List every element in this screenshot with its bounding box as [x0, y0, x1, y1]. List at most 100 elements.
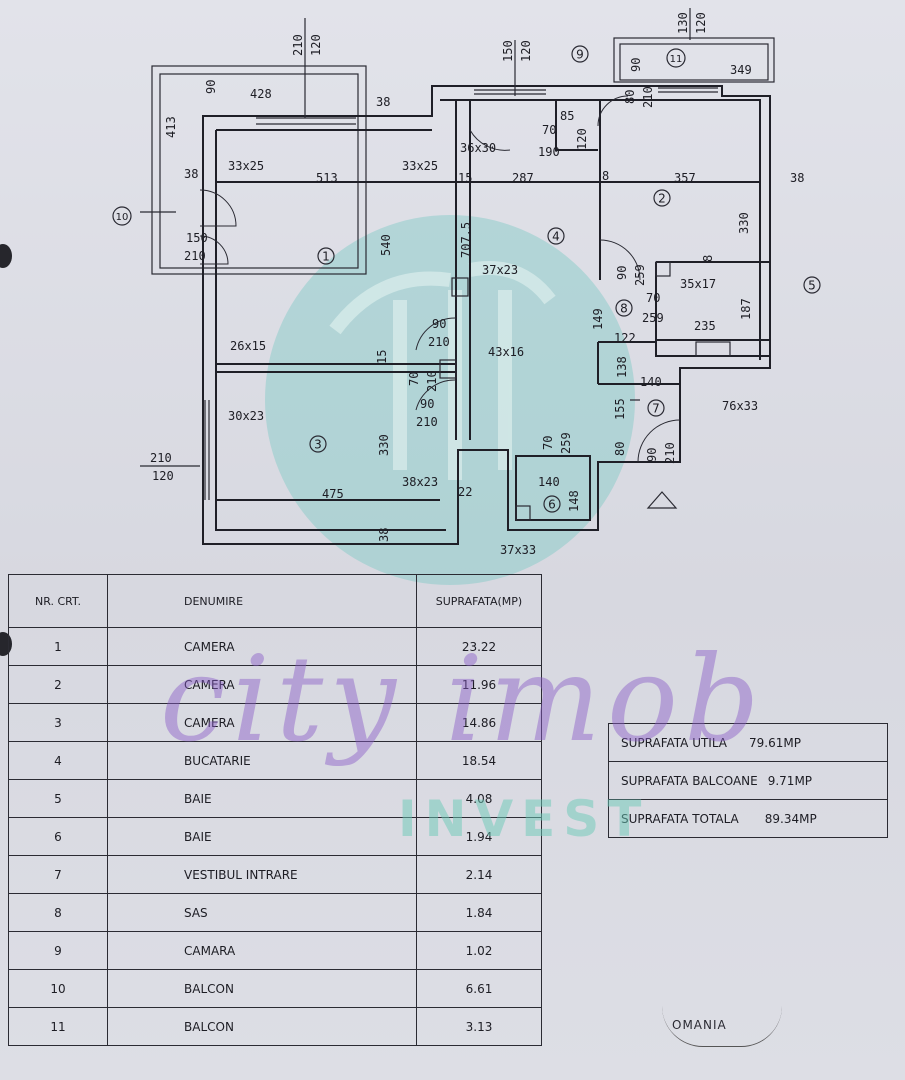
window-left [204, 400, 210, 500]
row-area: 2.14 [416, 855, 542, 894]
dim-label: 140 [538, 475, 560, 489]
dim-label: 475 [322, 487, 344, 501]
door-kitchen [469, 129, 511, 151]
dim-label: 210 [291, 34, 305, 56]
room-number-11: 11 [670, 54, 683, 65]
balcony-11-outline [613, 37, 775, 83]
dim-label: 130 [676, 12, 690, 34]
dim-label: 33x25 [402, 159, 438, 173]
dim-label: 235 [694, 319, 716, 333]
dim-label: 43x16 [488, 345, 524, 359]
shaft-76x33 [695, 341, 731, 357]
shaft-35x17 [655, 261, 671, 277]
room-number-8: 8 [620, 302, 628, 316]
dim-label: 150 [186, 231, 208, 245]
dim-label: 210 [663, 442, 677, 464]
pantry-9-walls [555, 100, 598, 151]
summary-row-totala: SUPRAFATA TOTALA 89.34MP [609, 800, 887, 837]
row-name: CAMERA [107, 703, 417, 742]
dimension-labels: 210 120 150 120 130 120 90 428 413 38 33… [150, 12, 804, 557]
surface-summary: SUPRAFATA UTILA 79.61MP SUPRAFATA BALCOA… [608, 723, 888, 838]
watermark-script: city imob [160, 630, 766, 768]
room-number-6: 6 [548, 498, 556, 512]
row-area: 14.86 [416, 703, 542, 742]
room-number-markers: 1 2 3 4 5 6 7 8 9 10 11 [112, 45, 821, 513]
room-number-3: 3 [314, 438, 322, 452]
room-number-10: 10 [116, 212, 129, 223]
dim-label: 120 [694, 12, 708, 34]
dim-label: 76x33 [722, 399, 758, 413]
dim-label: 15 [375, 350, 389, 364]
dim-label: 38 [376, 95, 390, 109]
dim-label: 37x33 [500, 543, 536, 557]
row-number: 9 [8, 931, 108, 970]
dim-label: 70 [646, 291, 660, 305]
dim-label: 90 [204, 80, 218, 94]
dimension-lines [140, 8, 691, 467]
dim-label: 120 [152, 469, 174, 483]
row-number: 2 [8, 665, 108, 704]
stamp-arc [662, 1006, 782, 1047]
dim-label: 38 [790, 171, 804, 185]
row-area: 23.22 [416, 627, 542, 666]
totala-value: 89.34MP [764, 811, 817, 826]
dim-label: 38 [377, 528, 391, 542]
dim-label: 120 [309, 34, 323, 56]
row-area: 6.61 [416, 969, 542, 1008]
row-area: 4.08 [416, 779, 542, 818]
dim-label: 80 [623, 90, 637, 104]
dim-label: 259 [559, 432, 573, 454]
row-number: 8 [8, 893, 108, 932]
dim-label: 90 [645, 448, 659, 462]
dim-label: 37x23 [482, 263, 518, 277]
sas-walls [597, 341, 680, 385]
row-area: 1.02 [416, 931, 542, 970]
stamp-text: OMANIA [672, 1018, 727, 1032]
row-name: BUCATARIE [107, 741, 417, 780]
dim-label: 187 [739, 298, 753, 320]
dim-label: 210 [416, 415, 438, 429]
door-entrance [637, 419, 681, 463]
shaft-37x23 [451, 277, 469, 297]
outer-wall [202, 85, 771, 545]
balcony-11-inner [619, 43, 769, 81]
dim-label: 349 [730, 63, 752, 77]
dim-label: 148 [567, 490, 581, 512]
dim-label: 190 [538, 145, 560, 159]
balcoane-label: SUPRAFATA BALCOANE [621, 773, 758, 788]
dim-label: 90 [615, 266, 629, 280]
door-balcony-10 [199, 189, 237, 227]
header-suprafata: SUPRAFATA(MP) [416, 574, 542, 628]
totala-label: SUPRAFATA TOTALA [621, 811, 739, 826]
rooms-table-header: NR. CRT. DENUMIRE SUPRAFATA(MP) [8, 574, 542, 628]
room-number-5: 5 [808, 279, 816, 293]
entrance-triangle-icon [646, 491, 678, 509]
balcoane-value: 9.71MP [767, 773, 813, 788]
shaft-37x33 [515, 505, 531, 521]
dim-label: 428 [250, 87, 272, 101]
balcony-10-outline [151, 65, 367, 275]
row-name: VESTIBUL INTRARE [107, 855, 417, 894]
dim-label: 120 [575, 128, 589, 150]
watermark-invest: INVEST [398, 790, 650, 848]
dim-label: 80 [613, 442, 627, 456]
dim-label: 150 [501, 40, 515, 62]
dim-label: 35x17 [680, 277, 716, 291]
dim-label: 155 [613, 398, 627, 420]
row-name: BAIE [107, 779, 417, 818]
row-number: 11 [8, 1007, 108, 1046]
row-area: 1.94 [416, 817, 542, 856]
row-name: BAIE [107, 817, 417, 856]
dim-label: 90 [420, 397, 434, 411]
row-area: 1.84 [416, 893, 542, 932]
dim-label: 357 [674, 171, 696, 185]
dim-label: 8 [701, 255, 715, 262]
header-nr: NR. CRT. [8, 574, 108, 628]
